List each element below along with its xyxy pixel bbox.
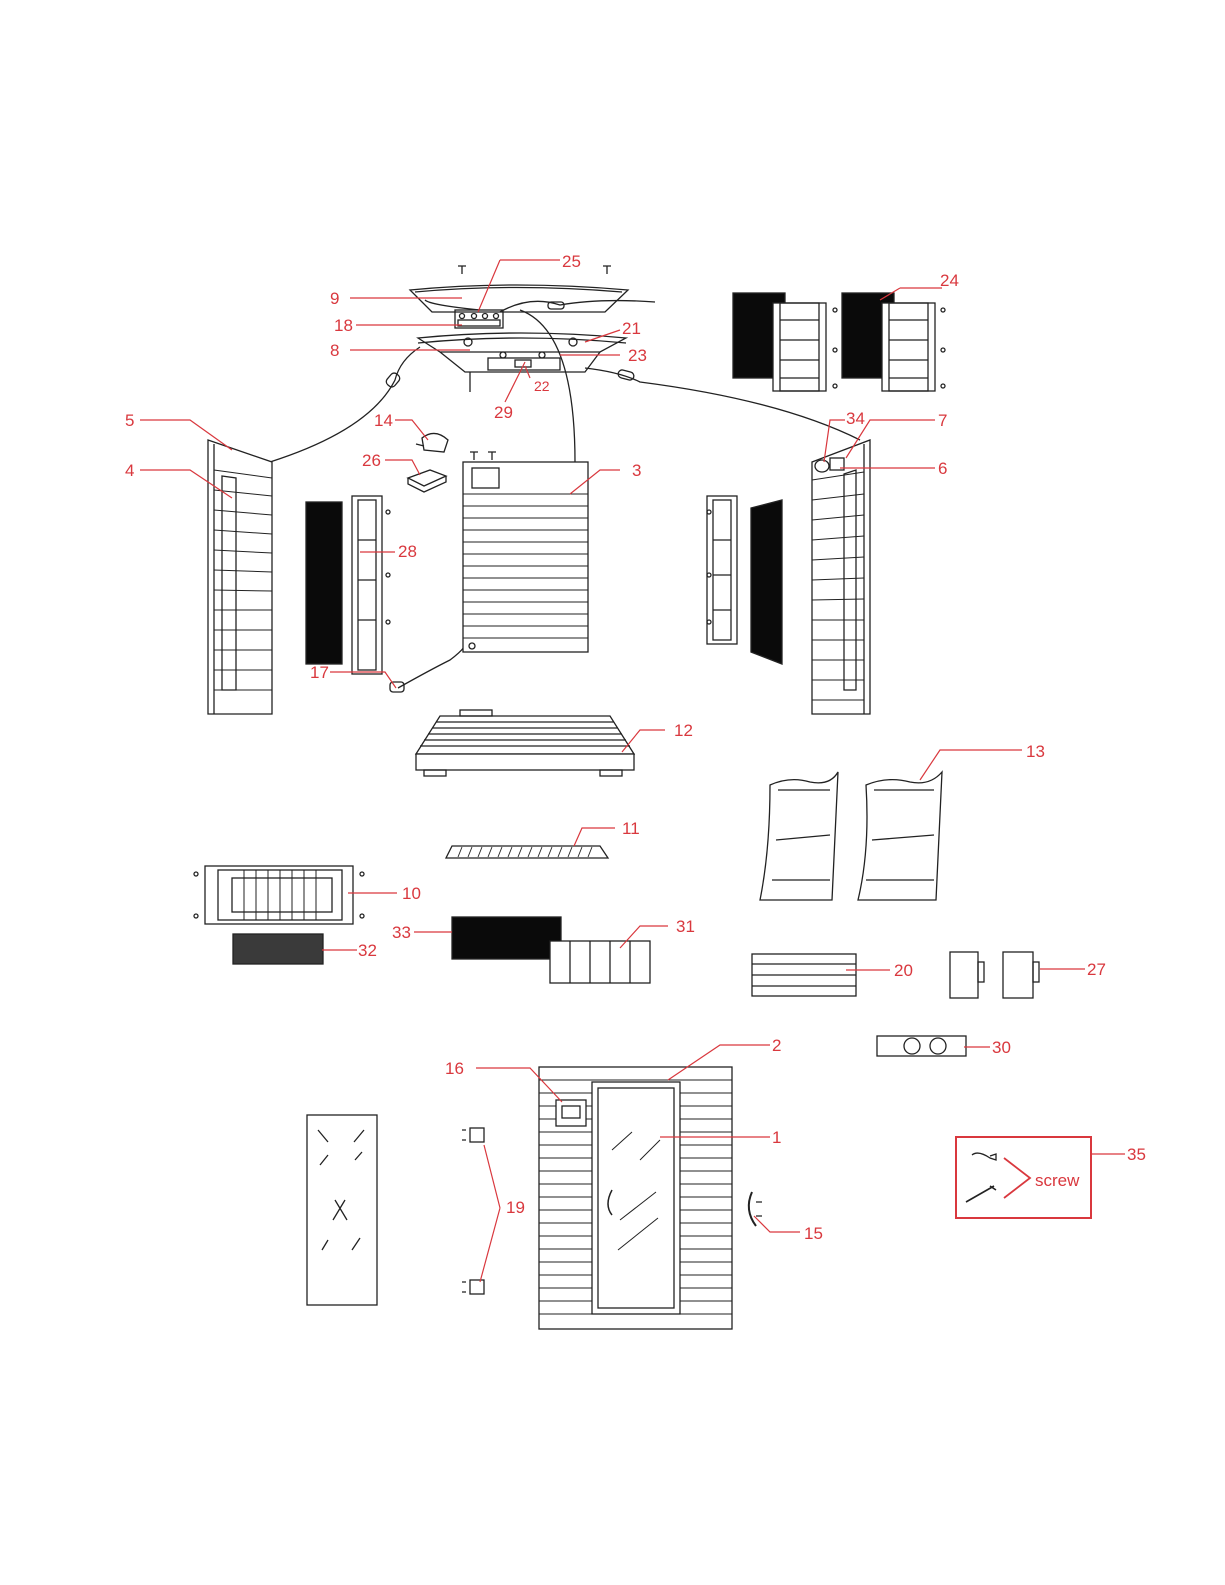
- callout-25: 25: [562, 252, 581, 271]
- callout-30: 30: [992, 1038, 1011, 1057]
- callout-5: 5: [125, 411, 134, 430]
- callout-22: 22: [534, 378, 550, 394]
- callout-1: 1: [772, 1128, 781, 1147]
- left-side-wall: [208, 440, 272, 714]
- screw-label: screw: [1035, 1171, 1080, 1190]
- callout-31: 31: [676, 917, 695, 936]
- callout-14: 14: [374, 411, 393, 430]
- callout-7: 7: [938, 411, 947, 430]
- back-heater-panels: [733, 293, 945, 391]
- callout-8: 8: [330, 341, 339, 360]
- callout-11: 11: [622, 819, 640, 838]
- floor-grate: [446, 846, 608, 858]
- callout-19: 19: [506, 1198, 525, 1217]
- callout-28: 28: [398, 542, 417, 561]
- right-heater: [707, 496, 782, 664]
- glass-pane: [307, 1115, 377, 1305]
- callout-16: 16: [445, 1059, 464, 1078]
- back-wall: [463, 452, 588, 652]
- right-side-wall: [812, 440, 870, 714]
- callout-13: 13: [1026, 742, 1045, 761]
- callout-33: 33: [392, 923, 411, 942]
- callout-3: 3: [632, 461, 641, 480]
- bench-supports: [760, 772, 942, 900]
- callout-10: 10: [402, 884, 421, 903]
- callout-32: 32: [358, 941, 377, 960]
- callout-23: 23: [628, 346, 647, 365]
- callout-29: 29: [494, 403, 513, 422]
- door-handle: [749, 1192, 762, 1226]
- callout-6: 6: [938, 459, 947, 478]
- hinges: [462, 1128, 484, 1294]
- backrest: [752, 954, 856, 996]
- callout-20: 20: [894, 961, 913, 980]
- callout-27: 27: [1087, 960, 1106, 979]
- bench-heater: [194, 866, 364, 964]
- callout-26: 26: [362, 451, 381, 470]
- callout-9: 9: [330, 289, 339, 308]
- callout-4: 4: [125, 461, 134, 480]
- callout-2: 2: [772, 1036, 781, 1055]
- callout-15: 15: [804, 1224, 823, 1243]
- callout-18: 18: [334, 316, 353, 335]
- front-wall: [539, 1067, 732, 1329]
- callout-35: 35: [1127, 1145, 1146, 1164]
- floor-base: [416, 710, 634, 776]
- callout-21: 21: [622, 319, 641, 338]
- callout-12: 12: [674, 721, 693, 740]
- diagram-artwork: [194, 266, 1091, 1329]
- callout-34: 34: [846, 409, 865, 428]
- left-heater: [306, 496, 466, 692]
- lower-heater: [452, 917, 650, 983]
- callout-17: 17: [310, 663, 329, 682]
- callout-24: 24: [940, 271, 959, 290]
